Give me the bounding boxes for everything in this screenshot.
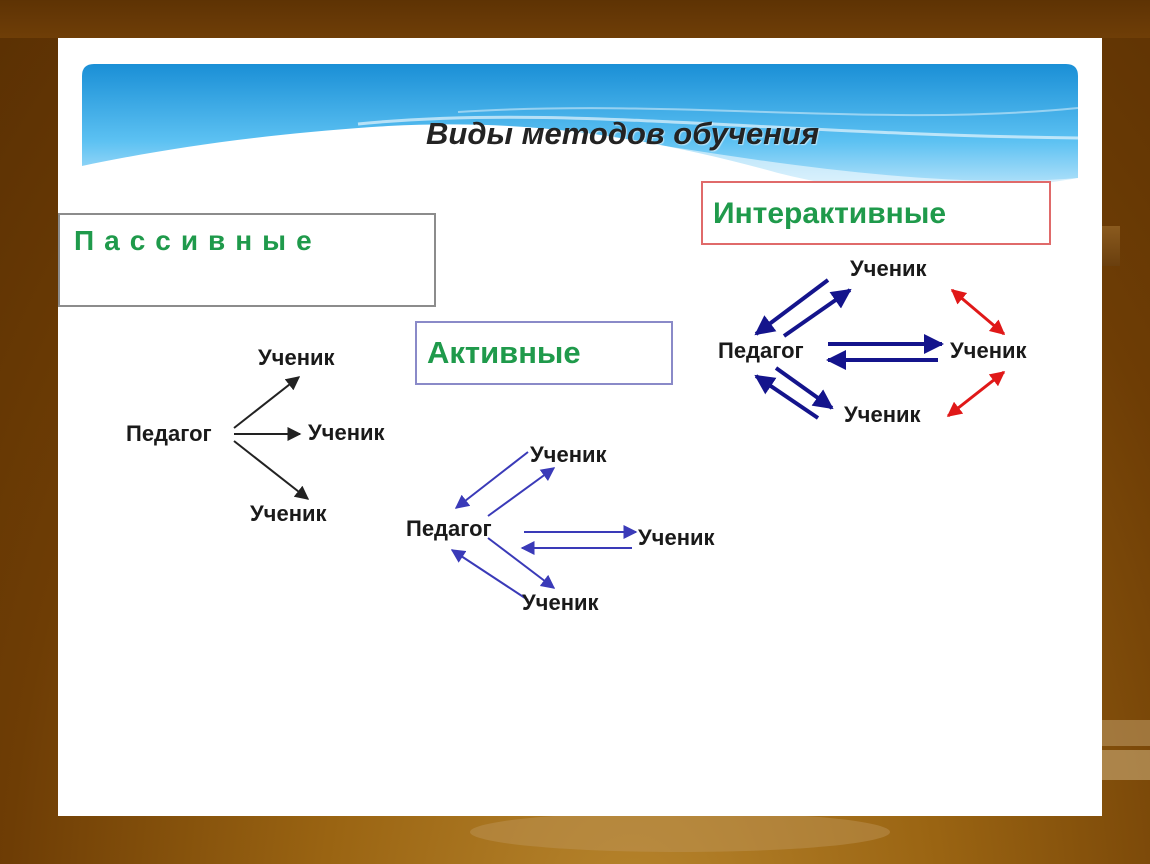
active-arrow-top-in xyxy=(454,451,529,509)
active-arrow-top-out xyxy=(487,467,556,517)
interactive-peer-arrow-lower xyxy=(946,370,1006,418)
passive-student-node-top: Ученик xyxy=(258,345,335,370)
interactive-arrows xyxy=(754,278,1006,420)
interactive-category-label: Интерактивные xyxy=(713,197,947,230)
lamp-base-decoration-lower xyxy=(1102,750,1150,780)
interactive-arrow-top-in xyxy=(754,278,830,336)
active-category-box: Активные xyxy=(415,321,673,385)
passive-student-node-bottom: Ученик xyxy=(250,501,327,526)
active-arrow-bottom-in xyxy=(450,549,529,601)
passive-teacher-node: Педагог xyxy=(126,421,212,446)
active-teacher-node: Педагог xyxy=(406,516,492,541)
active-student-node-top: Ученик xyxy=(530,442,607,467)
interactive-category-box: Интерактивные xyxy=(701,181,1051,245)
passive-category-label: Пассивные xyxy=(74,225,322,256)
active-arrows xyxy=(450,451,638,601)
frame-top xyxy=(0,0,1150,38)
slide-title: Виды методов обучения xyxy=(426,116,820,151)
active-category-label: Активные xyxy=(427,335,581,370)
table-shadow-decoration xyxy=(470,812,890,852)
interactive-arrow-bottom-out xyxy=(774,366,834,410)
interactive-student-node-bottom: Ученик xyxy=(844,402,921,427)
passive-student-node-middle: Ученик xyxy=(308,420,385,445)
active-arrow-bottom-out xyxy=(487,537,556,589)
interactive-student-node-middle: Ученик xyxy=(950,338,1027,363)
slide: Виды методов обучения Пассивные Активные… xyxy=(58,38,1102,816)
interactive-peer-arrow-upper xyxy=(950,288,1006,336)
interactive-arrow-top-out xyxy=(782,288,852,338)
interactive-arrow-bottom-in xyxy=(754,374,820,420)
active-student-node-middle: Ученик xyxy=(638,525,715,550)
diagram-canvas xyxy=(82,64,1079,601)
passive-arrows xyxy=(233,376,310,500)
active-student-node-bottom: Ученик xyxy=(522,590,599,615)
passive-arrow-top xyxy=(233,376,301,429)
lamp-decoration xyxy=(1098,226,1120,266)
passive-category-box: Пассивные xyxy=(58,213,436,307)
passive-arrow-bottom xyxy=(233,440,310,500)
interactive-student-node-top: Ученик xyxy=(850,256,927,281)
lamp-base-decoration xyxy=(1102,720,1150,746)
interactive-teacher-node: Педагог xyxy=(718,338,804,363)
